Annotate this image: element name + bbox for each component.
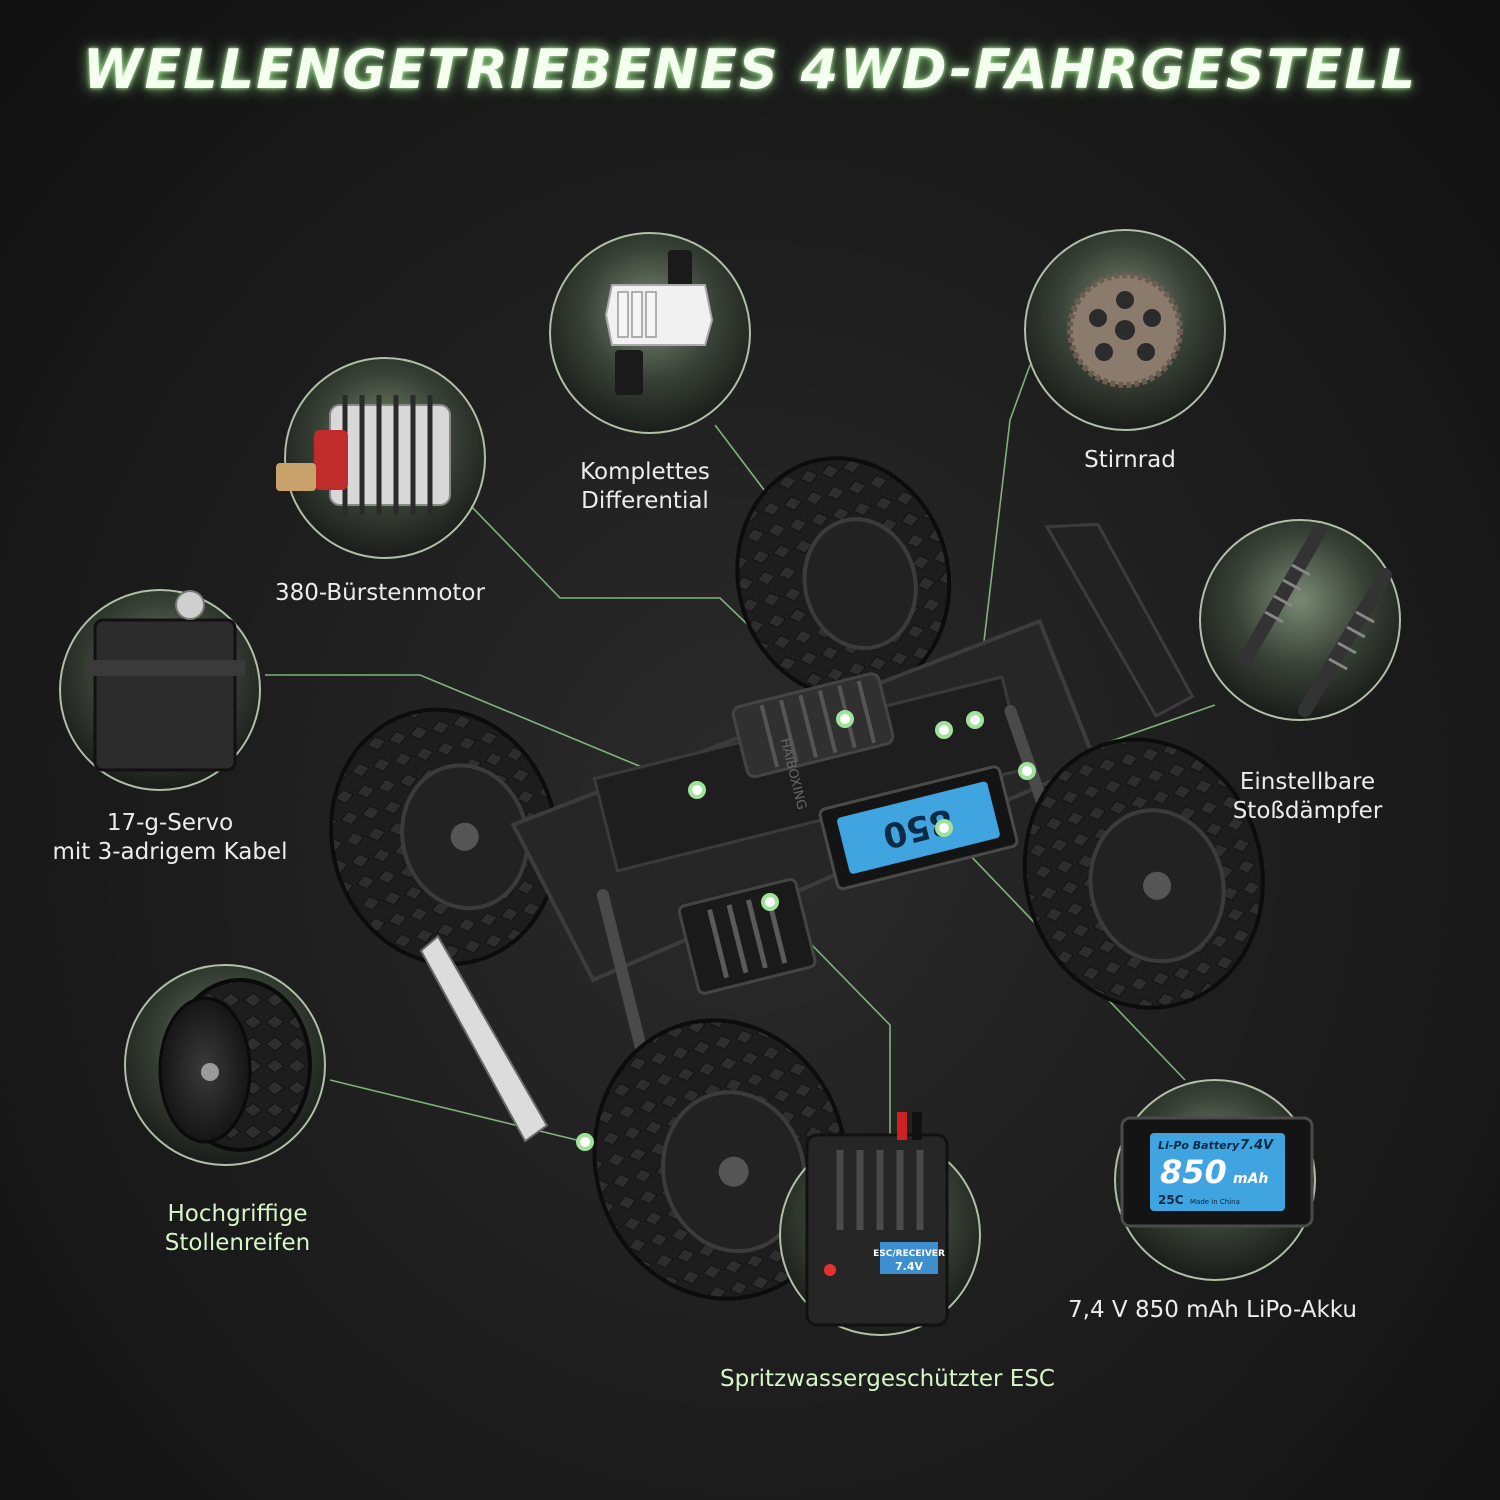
servo-icon [59,589,261,791]
tire-front-right [1022,737,1265,1010]
tire-rear-left [329,707,560,966]
label-shocks-line2: Stoßdämpfer [1232,798,1383,824]
esc-receiver-icon: ESC/RECEIVER 7.4V [779,1112,981,1336]
battery-voltage: 7.4V [1240,1138,1274,1153]
label-tires: Hochgriffige Stollenreifen [130,1200,345,1258]
label-servo-line1: 17-g-Servo [106,810,234,836]
label-differential-line1: Komplettes [580,459,710,485]
differential-icon [549,232,751,434]
lipo-battery-icon: Li-Po Battery 7.4V 850 mAh 25C Made in C… [1114,1079,1316,1281]
tire-icon [124,964,326,1166]
brushed-motor-icon [276,357,486,559]
label-servo: 17-g-Servo mit 3-adrigem Kabel [25,809,315,867]
leader-tires [329,1079,586,1143]
battery-brand: Li-Po Battery [1158,1139,1240,1152]
label-battery: 7,4 V 850 mAh LiPo-Akku [1068,1297,1357,1323]
esc-voltage: 7.4V [895,1260,923,1273]
label-shocks: Einstellbare Stoßdämpfer [1195,768,1420,826]
label-motor: 380-Bürstenmotor [275,580,485,606]
leader-servo [265,674,698,791]
shock-absorber-icon [1199,519,1401,721]
battery-unit: mAh [1233,1171,1268,1187]
label-shocks-line1: Einstellbare [1239,769,1376,795]
pointer-dots [576,710,1036,1151]
esc-badge: ESC/RECEIVER [873,1249,945,1259]
tire-front-left [735,456,952,699]
battery-capacity: 850 [1160,1153,1227,1191]
label-tires-line1: Hochgriffige [167,1201,308,1227]
label-spur-gear: Stirnrad [1084,447,1176,473]
chassis: 850 HAIBOXING [329,456,1265,1301]
leader-spur-gear [974,364,1031,719]
label-esc: Spritzwassergeschützter ESC [720,1366,1055,1392]
page-title: WELLENGETRIEBENES 4WD-FAHRGESTELL [82,38,1418,101]
label-differential-line2: Differential [581,488,709,514]
label-servo-line2: mit 3-adrigem Kabel [52,839,288,865]
battery-origin: Made in China [1190,1198,1240,1206]
label-tires-line2: Stollenreifen [164,1230,311,1256]
leader-lines [265,364,1216,1143]
label-differential: Komplettes Differential [540,458,750,516]
spur-gear-icon [1024,229,1226,431]
battery-rating: 25C [1158,1193,1184,1207]
